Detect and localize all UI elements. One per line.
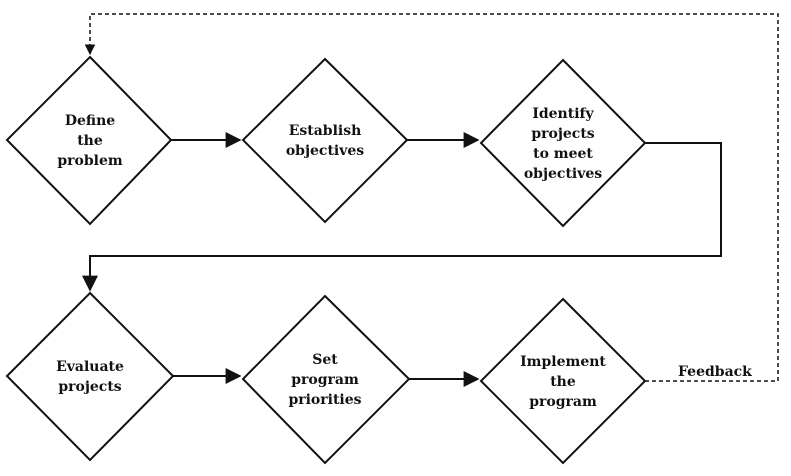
node-label-line: program — [291, 372, 359, 388]
node-evaluate-projects: Evaluate projects — [5, 291, 175, 462]
edge-feedback-loop — [84, 13, 779, 382]
diamond-shape — [5, 55, 173, 226]
node-label-line: the — [550, 374, 576, 390]
node-label-line: the — [77, 133, 103, 149]
connectors — [82, 13, 779, 387]
feedback-label: Feedback — [678, 364, 752, 380]
node-label-line: objectives — [286, 143, 364, 159]
node-label: Evaluate projects — [56, 359, 124, 395]
node-label-line: Evaluate — [56, 359, 124, 375]
node-label: Define the problem — [57, 113, 123, 169]
node-label: Set program priorities — [288, 352, 361, 408]
node-label-line: to meet — [533, 146, 593, 162]
node-label-line: Establish — [289, 123, 362, 139]
node-set-priorities: Set program priorities — [241, 294, 411, 465]
node-label-line: priorities — [288, 392, 361, 408]
node-label-line: projects — [58, 379, 121, 395]
diamond-shape — [479, 58, 647, 228]
node-establish-objectives: Establish objectives — [241, 57, 409, 224]
node-label-line: Define — [65, 113, 115, 129]
node-label-line: program — [529, 394, 597, 410]
edge-identify-to-evaluate — [82, 142, 722, 292]
node-label-line: projects — [531, 126, 594, 142]
node-label-line: Identify — [532, 106, 594, 122]
node-label: Identify projects to meet objectives — [524, 106, 602, 182]
diamond-shape — [241, 294, 411, 465]
node-define-problem: Define the problem — [5, 55, 173, 226]
node-identify-projects: Identify projects to meet objectives — [479, 58, 647, 228]
diamond-shape — [479, 297, 647, 465]
diamond-shape — [241, 57, 409, 224]
node-label-line: objectives — [524, 166, 602, 182]
node-label: Implement the program — [520, 354, 606, 410]
node-label-line: problem — [57, 153, 123, 169]
node-label-line: Set — [312, 352, 338, 368]
diamond-shape — [5, 291, 175, 462]
node-implement-program: Implement the program — [479, 297, 647, 465]
node-label-line: Implement — [520, 354, 606, 370]
node-label: Establish objectives — [286, 123, 364, 159]
